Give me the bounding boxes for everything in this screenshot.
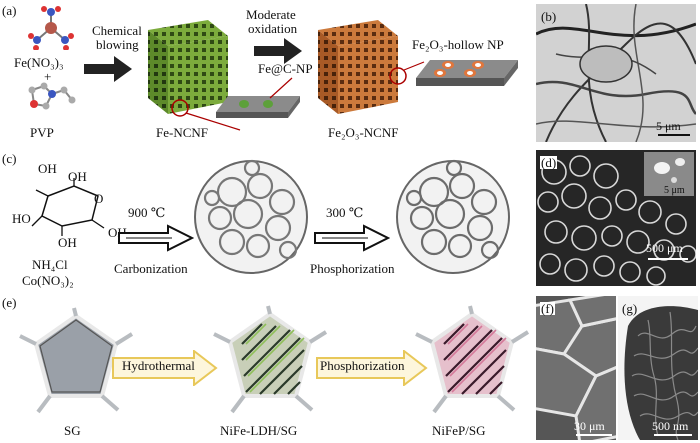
reagent-nh4cl: NH₄Cl — [32, 257, 68, 272]
carbon-foam-sphere — [194, 159, 308, 274]
panel-b-scale-label: 5 μm — [656, 119, 681, 133]
fe-ncnf-foam-cube — [148, 20, 228, 114]
step-chemical-blowing-line2: blowing — [96, 37, 139, 52]
nife-ldh-sg-cell — [213, 305, 328, 414]
step-carbonization: Carbonization — [114, 261, 188, 276]
glucose-oh-1: OH — [38, 161, 57, 176]
temp-900: 900 ℃ — [128, 205, 166, 220]
pvp-molecule-icon — [28, 82, 76, 110]
glucose-ring-o: O — [94, 191, 104, 206]
panel-g-tem-image: (g) 500 nm — [618, 296, 698, 440]
precursor-pvp: PVP — [30, 125, 54, 140]
panel-g-scale-bar — [654, 434, 692, 436]
product-fe2o3-ncnf: Fe₂O₃-NCNF — [328, 125, 399, 140]
glucose-oh-4: OH — [58, 235, 77, 250]
panel-g-letter: (g) — [622, 301, 638, 316]
precursor-fe-nitrate: Fe(NO₃)₃ — [14, 55, 64, 70]
arrow-right-outline-icon — [314, 224, 390, 252]
arrow-right-icon — [84, 56, 132, 82]
step-phosphorization-e: Phosphorization — [320, 358, 405, 373]
inset-fe2o3-hollow-label: Fe₂O₃-hollow NP — [412, 37, 504, 52]
inset-fe-c-np-label: Fe@C-NP — [258, 61, 313, 76]
panel-b-letter: (b) — [541, 9, 557, 24]
label-sg: SG — [64, 423, 81, 438]
fe2o3-hollow-np-inset-plate — [416, 60, 518, 86]
panel-f-sem-image: (f) 30 μm — [536, 296, 616, 440]
arrow-right-icon — [254, 38, 302, 64]
fe-c-np-inset-plate — [216, 96, 300, 118]
fe-nitrate-molecule-icon — [28, 6, 74, 50]
panel-d-letter: (d) — [540, 155, 558, 170]
arrow-right-yellow-icon — [316, 350, 428, 386]
zoom-circle — [171, 99, 241, 131]
step-phosphorization-c: Phosphorization — [310, 261, 395, 276]
step-hydrothermal: Hydrothermal — [122, 358, 195, 373]
glucose-ho: HO — [12, 211, 31, 226]
plus-sign: + — [44, 69, 52, 84]
pointer-line — [269, 77, 293, 99]
step-chemical-blowing-line1: Chemical — [92, 23, 142, 38]
panel-f-letter: (f) — [540, 301, 555, 316]
panel-e-letter: (e) — [2, 295, 17, 310]
panel-g-scale-label: 500 nm — [652, 419, 689, 433]
panel-b-scale-bar — [658, 134, 690, 136]
panel-f-scale-label: 30 μm — [574, 419, 605, 433]
panel-d-scale-label: 500 μm — [646, 241, 683, 255]
panel-d-inset-scale-label: 5 μm — [664, 185, 685, 196]
panel-a-letter: (a) — [2, 3, 17, 18]
step-oxidation-line2: oxidation — [248, 21, 298, 36]
label-nife-ldh-sg: NiFe-LDH/SG — [220, 423, 298, 438]
zoom-circle — [389, 61, 425, 85]
panel-d-scale-bar — [648, 258, 688, 260]
product-fe-ncnf: Fe-NCNF — [156, 125, 209, 140]
step-oxidation-line1: Moderate — [246, 7, 296, 22]
label-nifep-sg: NiFeP/SG — [432, 423, 486, 438]
nifep-sg-cell — [415, 305, 530, 414]
fe2o3-ncnf-foam-cube — [318, 20, 398, 114]
arrow-right-yellow-icon — [112, 350, 218, 386]
arrow-right-outline-icon — [118, 224, 194, 252]
panel-f-scale-bar — [576, 434, 612, 436]
phosphorized-foam-sphere — [396, 159, 510, 274]
reagent-co-nitrate: Co(NO₃)₂ — [22, 273, 74, 288]
panel-b-sem-image: (b) 5 μm — [536, 4, 696, 142]
temp-300: 300 ℃ — [326, 205, 364, 220]
sg-graphene-cell — [19, 307, 134, 414]
panel-d-sem-image: (d) 5 μm 500 μm — [536, 150, 696, 286]
panel-c-letter: (c) — [2, 151, 17, 166]
glucose-structure-icon — [31, 178, 105, 236]
glucose-oh-2: OH — [68, 169, 87, 184]
